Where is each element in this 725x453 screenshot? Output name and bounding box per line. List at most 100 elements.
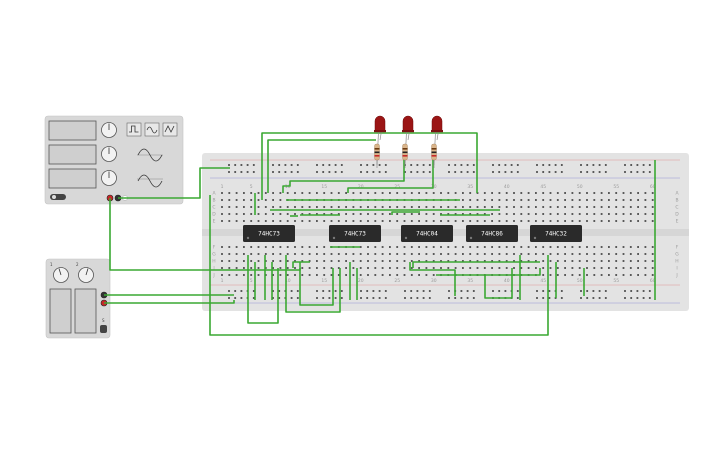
rail-hole[interactable] [316, 290, 318, 292]
breadboard-hole[interactable] [476, 246, 479, 248]
rail-hole[interactable] [284, 164, 287, 166]
breadboard-hole[interactable] [644, 206, 647, 208]
breadboard-hole[interactable] [542, 246, 545, 248]
breadboard-hole[interactable] [491, 192, 493, 194]
breadboard-hole[interactable] [389, 253, 391, 255]
breadboard-hole[interactable] [272, 199, 274, 201]
breadboard-hole[interactable] [527, 199, 530, 201]
breadboard-hole[interactable] [235, 274, 238, 276]
rail-hole[interactable] [366, 171, 369, 173]
breadboard-hole[interactable] [323, 267, 326, 269]
breadboard-hole[interactable] [403, 246, 406, 248]
rail-hole[interactable] [516, 290, 519, 292]
breadboard-hole[interactable] [505, 192, 508, 194]
breadboard-hole[interactable] [286, 267, 289, 269]
breadboard-hole[interactable] [418, 220, 420, 222]
rail-hole[interactable] [642, 171, 645, 173]
breadboard-hole[interactable] [243, 253, 245, 255]
rail-hole[interactable] [492, 171, 494, 173]
rail-hole[interactable] [516, 297, 519, 299]
breadboard-hole[interactable] [337, 267, 340, 269]
breadboard-hole[interactable] [235, 246, 238, 248]
rail-hole[interactable] [360, 171, 362, 173]
breadboard-hole[interactable] [483, 253, 486, 255]
rail-hole[interactable] [340, 171, 343, 173]
breadboard-hole[interactable] [615, 192, 618, 194]
breadboard-hole[interactable] [381, 206, 384, 208]
breadboard-hole[interactable] [564, 192, 566, 194]
rail-hole[interactable] [454, 164, 457, 166]
breadboard-hole[interactable] [359, 206, 362, 208]
breadboard-hole[interactable] [294, 246, 296, 248]
breadboard-hole[interactable] [425, 246, 428, 248]
breadboard-hole[interactable] [221, 192, 223, 194]
breadboard-hole[interactable] [608, 274, 610, 276]
breadboard-hole[interactable] [629, 199, 632, 201]
rail-hole[interactable] [492, 164, 494, 166]
breadboard-hole[interactable] [462, 192, 464, 194]
rail-hole[interactable] [536, 290, 538, 292]
breadboard-hole[interactable] [345, 267, 347, 269]
breadboard-hole[interactable] [637, 192, 639, 194]
breadboard-hole[interactable] [367, 213, 369, 215]
breadboard-hole[interactable] [418, 192, 420, 194]
breadboard-hole[interactable] [622, 274, 625, 276]
breadboard-hole[interactable] [374, 267, 377, 269]
breadboard-hole[interactable] [257, 260, 260, 262]
breadboard-hole[interactable] [403, 260, 406, 262]
rail-hole[interactable] [328, 297, 331, 299]
breadboard-hole[interactable] [586, 220, 588, 222]
rail-hole[interactable] [560, 171, 563, 173]
breadboard-hole[interactable] [352, 253, 355, 255]
leds[interactable] [374, 115, 443, 168]
breadboard-hole[interactable] [410, 274, 413, 276]
breadboard-hole[interactable] [381, 274, 384, 276]
led[interactable] [402, 115, 414, 132]
breadboard-hole[interactable] [235, 220, 238, 222]
rail-hole[interactable] [598, 164, 601, 166]
rail-hole[interactable] [404, 171, 406, 173]
breadboard-hole[interactable] [593, 199, 596, 201]
breadboard-hole[interactable] [600, 220, 603, 222]
breadboard-hole[interactable] [644, 274, 647, 276]
rail-hole[interactable] [372, 171, 375, 173]
breadboard-hole[interactable] [600, 260, 603, 262]
rail-hole[interactable] [454, 171, 457, 173]
breadboard-hole[interactable] [279, 274, 282, 276]
breadboard-hole[interactable] [571, 260, 574, 262]
rail-hole[interactable] [536, 164, 538, 166]
rail-hole[interactable] [542, 290, 545, 292]
breadboard-hole[interactable] [637, 267, 639, 269]
breadboard-hole[interactable] [294, 206, 296, 208]
breadboard-hole[interactable] [432, 260, 435, 262]
breadboard-hole[interactable] [228, 220, 231, 222]
breadboard-hole[interactable] [345, 220, 347, 222]
breadboard-hole[interactable] [381, 213, 384, 215]
breadboard-hole[interactable] [308, 274, 311, 276]
breadboard-hole[interactable] [549, 267, 552, 269]
rail-hole[interactable] [296, 290, 299, 292]
rail-hole[interactable] [586, 164, 589, 166]
breadboard-hole[interactable] [228, 192, 231, 194]
breadboard-hole[interactable] [527, 267, 530, 269]
wire[interactable] [292, 261, 310, 268]
breadboard-hole[interactable] [578, 260, 581, 262]
breadboard-hole[interactable] [323, 246, 326, 248]
breadboard-hole[interactable] [571, 220, 574, 222]
breadboard-hole[interactable] [359, 246, 362, 248]
rail-hole[interactable] [360, 290, 362, 292]
breadboard-hole[interactable] [564, 246, 566, 248]
breadboard-hole[interactable] [243, 220, 245, 222]
rail-hole[interactable] [278, 290, 281, 292]
breadboard-hole[interactable] [520, 213, 523, 215]
breadboard-hole[interactable] [410, 220, 413, 222]
breadboard-hole[interactable] [520, 260, 523, 262]
breadboard-hole[interactable] [535, 220, 537, 222]
rail-hole[interactable] [334, 164, 337, 166]
breadboard-hole[interactable] [352, 274, 355, 276]
power-supply[interactable]: 1 2 S [45, 258, 111, 339]
breadboard-hole[interactable] [578, 267, 581, 269]
breadboard-hole[interactable] [542, 213, 545, 215]
breadboard-hole[interactable] [651, 246, 654, 248]
breadboard-hole[interactable] [608, 206, 610, 208]
